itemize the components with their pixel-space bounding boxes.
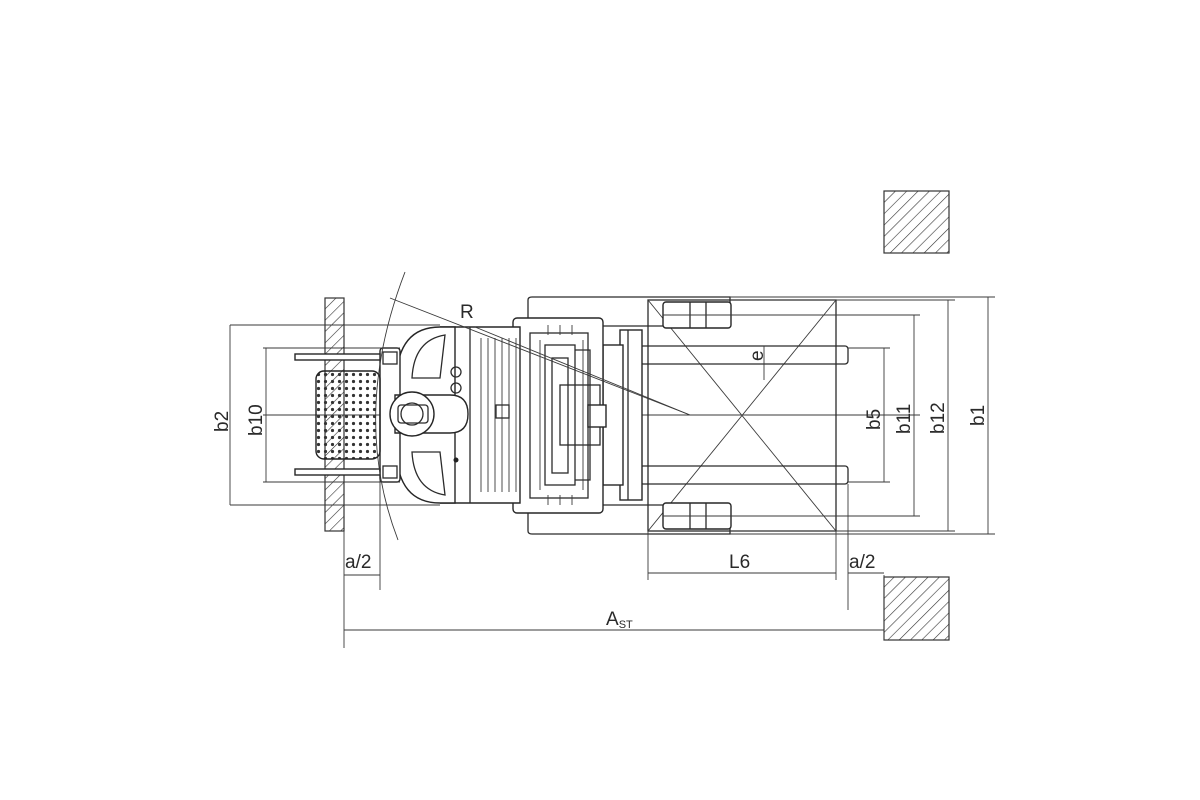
label-b10: b10 (246, 404, 267, 436)
side-rails (294, 353, 381, 476)
dimension-lines-right (730, 296, 995, 535)
obstacle-bottom-right (883, 576, 950, 641)
label-b5: b5 (864, 409, 885, 430)
label-L6: L6 (729, 552, 750, 573)
label-b2: b2 (212, 411, 233, 432)
label-a-half-right: a/2 (849, 552, 875, 573)
label-ast-sub: ST (619, 619, 633, 631)
steering-console (379, 347, 469, 483)
dimension-lines-left (229, 324, 440, 506)
label-ast: AST (606, 609, 633, 631)
label-e: e (747, 350, 768, 361)
obstacle-top-right (883, 190, 950, 254)
label-ast-main: A (606, 609, 619, 630)
label-R: R (460, 302, 474, 323)
mast-carriage (512, 317, 643, 514)
label-b1: b1 (968, 405, 989, 426)
pallet-load (647, 299, 837, 532)
dimension-lines-bottom (343, 478, 885, 648)
operator-platform (315, 370, 381, 460)
label-b12: b12 (928, 402, 949, 434)
label-a-half-left: a/2 (345, 552, 371, 573)
label-b11: b11 (894, 404, 915, 434)
turning-radius (375, 271, 691, 541)
support-legs (527, 296, 732, 535)
